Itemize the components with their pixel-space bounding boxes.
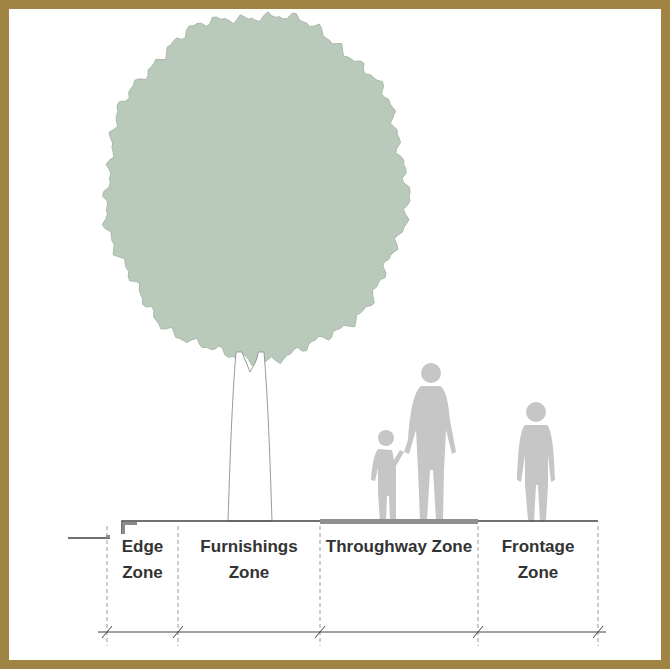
dimension-tick bbox=[315, 626, 325, 638]
zone-label: Throughway Zone bbox=[323, 534, 475, 560]
street-tree bbox=[102, 12, 410, 521]
dimension-line bbox=[98, 626, 606, 638]
throughway-paving bbox=[320, 519, 478, 524]
woman-head bbox=[421, 363, 441, 383]
woman-body bbox=[404, 386, 456, 521]
dimension-tick bbox=[173, 626, 183, 638]
dimension-baseline bbox=[98, 632, 606, 633]
zone-divider bbox=[598, 526, 599, 646]
tree-canopy bbox=[102, 12, 410, 365]
zone-label: Frontage Zone bbox=[481, 534, 595, 586]
zone-label: Edge Zone bbox=[110, 534, 175, 586]
zone-label: Furnishings Zone bbox=[181, 534, 317, 586]
child-body bbox=[371, 449, 404, 522]
dimension-tick bbox=[593, 626, 603, 638]
child-head bbox=[378, 430, 394, 446]
zone-divider bbox=[320, 526, 321, 646]
pedestrians bbox=[371, 363, 555, 522]
tree-trunk bbox=[228, 352, 272, 521]
zone-divider bbox=[478, 526, 479, 646]
zone-dividers bbox=[107, 526, 598, 646]
dimension-tick bbox=[102, 626, 112, 638]
man-body bbox=[517, 425, 555, 522]
man-head bbox=[526, 402, 546, 422]
zone-divider bbox=[107, 526, 108, 646]
dimension-tick bbox=[473, 626, 483, 638]
zone-divider bbox=[178, 526, 179, 646]
